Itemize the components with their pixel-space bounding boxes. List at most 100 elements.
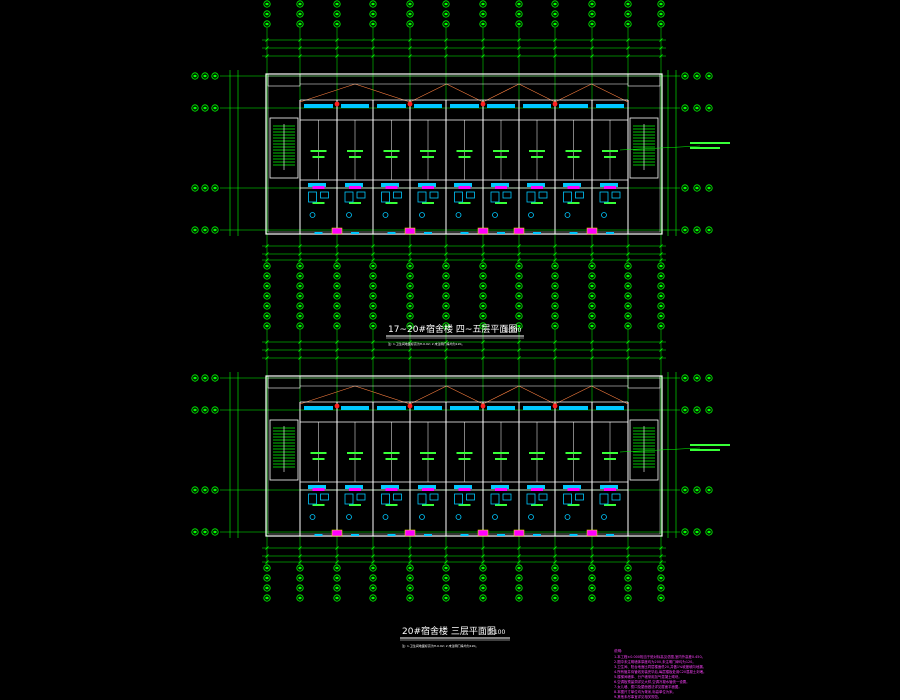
window-bottom (387, 232, 396, 234)
aircon-platform (477, 227, 489, 235)
aircon-platform (586, 227, 598, 235)
dimension-tick (335, 258, 339, 262)
bath-fixture (320, 191, 329, 199)
notes-line: 9.其他未尽事宜详见相关规范。 (614, 694, 661, 699)
axis-bubble (369, 302, 377, 310)
axis-bubble-glyph (444, 324, 448, 328)
axis-bubble-glyph (626, 22, 630, 26)
axis-bubble (657, 292, 665, 300)
roof-slope-line (409, 385, 447, 405)
axis-bubble-glyph (265, 596, 269, 600)
window-corridor (454, 485, 472, 489)
dimension-tick (265, 46, 269, 50)
dimension-tick (659, 560, 663, 564)
dimension-tick (481, 348, 485, 352)
axis-bubble-glyph (371, 566, 375, 570)
axis-bubble-glyph (590, 314, 594, 318)
window-top (559, 104, 588, 108)
axis-bubble-glyph (408, 324, 412, 328)
axis-bubble-glyph (213, 74, 217, 78)
axis-bubble-glyph (626, 304, 630, 308)
window-top (450, 406, 479, 410)
room-label-mark (310, 452, 327, 454)
axis-bubble-glyph (695, 488, 699, 492)
window-corridor (527, 485, 545, 489)
axis-bubble-glyph (298, 566, 302, 570)
toilet-fixture (564, 514, 571, 520)
axis-bubble-glyph (335, 284, 339, 288)
notes-line: 8.本图尺寸单位均为毫米,标高单位为米。 (614, 689, 676, 694)
axis-bubble-glyph (371, 324, 375, 328)
axis-bubble-glyph (695, 186, 699, 190)
dimension-tick (371, 560, 375, 564)
dimension-tick (553, 258, 557, 262)
room-label-mark (604, 458, 616, 460)
axis-bubble (369, 312, 377, 320)
annotation-mark (690, 142, 730, 144)
window-top (304, 406, 333, 410)
axis-bubble-glyph (626, 264, 630, 268)
dimension-tick (298, 348, 302, 352)
axis-bubble-glyph (298, 324, 302, 328)
axis-bubble-glyph (335, 274, 339, 278)
axis-bubble (479, 10, 487, 18)
axis-bubble (201, 406, 209, 414)
pipe-shaft (312, 488, 325, 491)
pipe-shaft (385, 488, 398, 491)
axis-bubble-glyph (626, 284, 630, 288)
dimension-tick (553, 546, 557, 550)
axis-bubble (201, 104, 209, 112)
dimension-tick (298, 46, 302, 50)
axis-bubble-glyph (265, 314, 269, 318)
axis-bubble-glyph (298, 274, 302, 278)
axis-bubble (479, 20, 487, 28)
dimension-tick (626, 244, 630, 248)
axis-bubble-glyph (695, 106, 699, 110)
dimension-tick (444, 244, 448, 248)
axis-bubble-glyph (298, 596, 302, 600)
dimension-tick (659, 54, 663, 58)
dimension-tick (408, 348, 412, 352)
dimension-tick (626, 348, 630, 352)
window-top (596, 104, 624, 108)
axis-bubble (191, 406, 199, 414)
axis-bubble (333, 564, 341, 572)
dimension-tick (335, 340, 339, 344)
axis-bubble (515, 302, 523, 310)
axis-bubble-glyph (481, 22, 485, 26)
axis-bubble (406, 302, 414, 310)
plan-lower-title: 20#宿舍楼 三层平面图 1:100 注: 1.卫生间地面标高为H-0.02; … (400, 625, 510, 648)
dimension-tick (371, 340, 375, 344)
window-bottom (569, 534, 578, 536)
axis-bubble (369, 292, 377, 300)
axis-bubble (211, 72, 219, 80)
window-bottom (569, 232, 578, 234)
dimension-tick (553, 54, 557, 58)
toilet-fixture (528, 212, 534, 218)
pipe-shaft (422, 186, 434, 189)
window-corridor (527, 183, 545, 187)
pipe-shaft (567, 186, 580, 189)
axis-bubble (369, 272, 377, 280)
axis-bubble-glyph (408, 264, 412, 268)
bath-label-mark (604, 202, 616, 204)
dimension-tick (444, 258, 448, 262)
roof-slope-line (446, 385, 484, 405)
bath-fixture (526, 493, 536, 505)
axis-bubble-glyph (517, 596, 521, 600)
axis-bubble-glyph (371, 2, 375, 6)
axis-bubble-glyph (335, 314, 339, 318)
dimension-tick (553, 252, 557, 256)
dimension-tick (626, 356, 630, 360)
dimension-tick (335, 356, 339, 360)
window-bottom (606, 232, 614, 234)
window-bottom (497, 232, 505, 234)
axis-bubble-glyph (481, 566, 485, 570)
axis-bubble (406, 20, 414, 28)
axis-bubble-glyph (590, 294, 594, 298)
axis-bubble (191, 486, 199, 494)
dimension-tick (517, 258, 521, 262)
bath-fixture (502, 493, 512, 501)
